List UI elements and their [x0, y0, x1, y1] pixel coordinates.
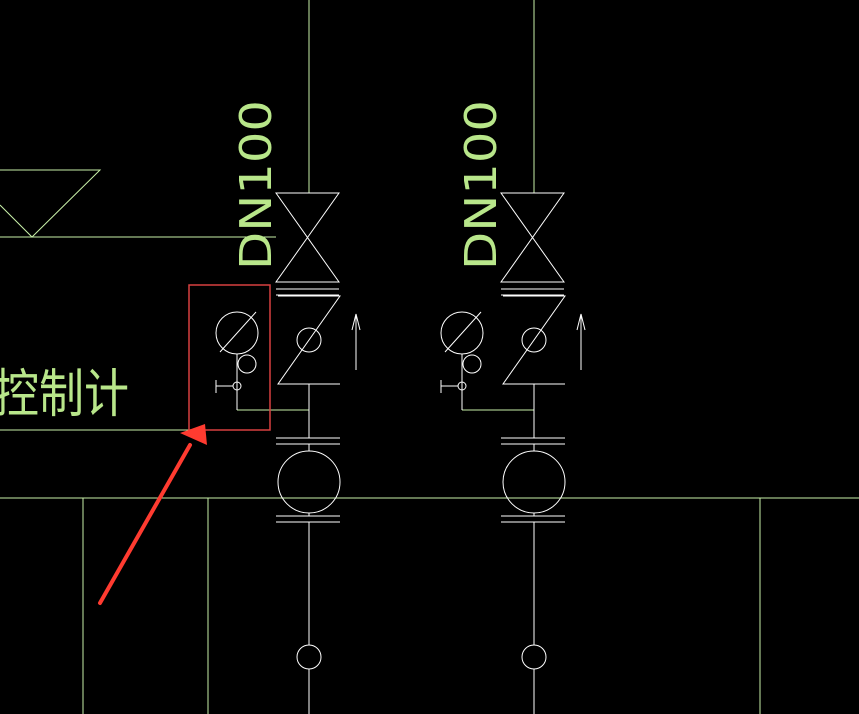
pipe-size-label-1: DN100 [231, 100, 282, 270]
flow-arrow-1 [351, 313, 361, 331]
gauge-snubber-2 [462, 354, 482, 374]
check-valve-disc-1 [296, 327, 322, 353]
gate-valve-1 [275, 192, 340, 283]
pressure-gauge-1 [215, 311, 259, 410]
pump-train-2 [500, 192, 586, 714]
annotation-arrow-shaft [98, 443, 192, 605]
gauge-needle-2 [444, 311, 482, 353]
pipe-label-group-2: DN100 [456, 100, 507, 270]
pressure-gauge-2 [440, 311, 484, 410]
annotation-arrow [98, 424, 207, 605]
annotation-arrow-head [180, 424, 207, 445]
pipe-label-group-1: DN100 [231, 100, 282, 270]
gauge-cock-node-1 [232, 381, 242, 391]
gauge-snubber-1 [237, 354, 257, 374]
check-valve-disc-2 [521, 327, 547, 353]
highlight-box [188, 284, 271, 431]
gate-valve-2 [500, 192, 565, 283]
gauge-needle-1 [219, 311, 257, 353]
pipe-size-label-2: DN100 [456, 100, 507, 270]
gauge-cock-node-2 [457, 381, 467, 391]
flow-arrow-2 [576, 313, 586, 331]
control-label: 控制计 [0, 365, 129, 425]
pump-train-1 [275, 192, 361, 714]
tank-triangle [0, 169, 102, 238]
